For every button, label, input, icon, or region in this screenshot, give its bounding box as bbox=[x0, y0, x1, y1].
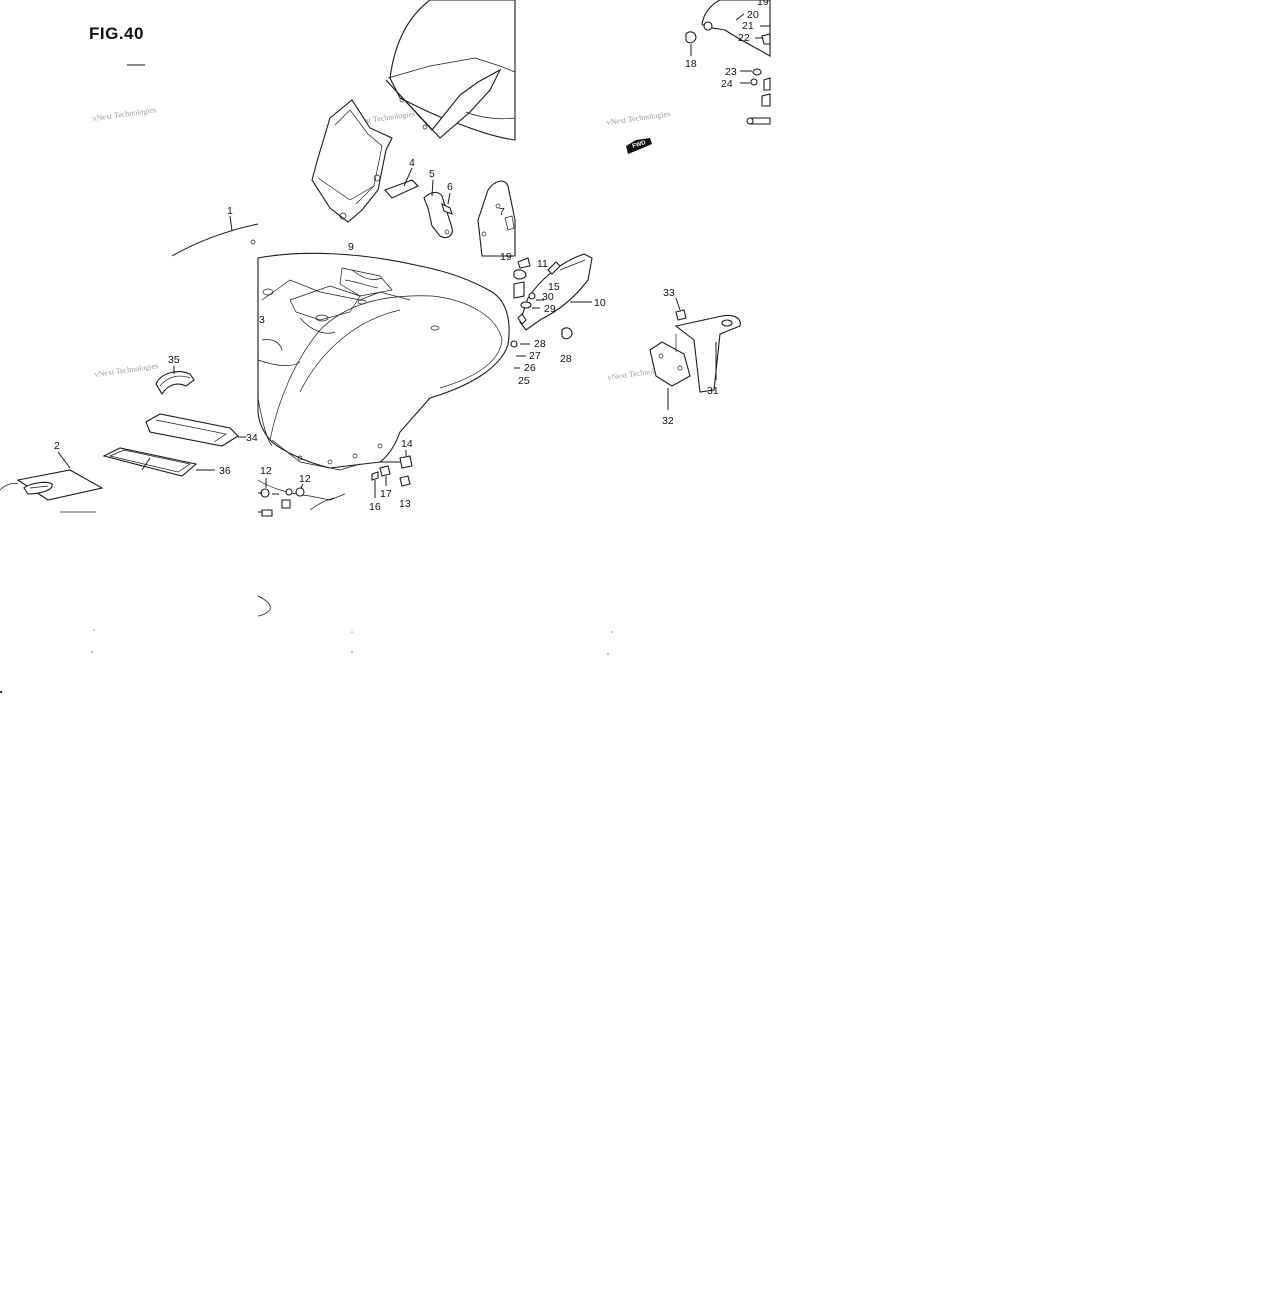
side-panel bbox=[477, 180, 516, 257]
label-11: 11 bbox=[537, 258, 548, 270]
label-2: 2 bbox=[54, 440, 60, 452]
label-1: 1 bbox=[227, 205, 233, 217]
watermark: vNext Technologies bbox=[92, 105, 157, 123]
label-22: 22 bbox=[738, 32, 750, 44]
fwd-label: FWD bbox=[632, 140, 647, 150]
bracket-10 bbox=[510, 253, 593, 369]
callout-labels: 1 2 3 4 5 6 7 9 10 11 12 12 13 14 15 16 … bbox=[54, 0, 769, 513]
label-15: 15 bbox=[548, 281, 560, 293]
label-24: 24 bbox=[721, 78, 733, 90]
label-31: 31 bbox=[707, 385, 719, 397]
label-29: 29 bbox=[544, 303, 556, 315]
fender-outline-1 bbox=[171, 215, 259, 257]
label-28-center: 28 bbox=[534, 338, 546, 350]
label-13: 13 bbox=[399, 498, 411, 510]
label-16: 16 bbox=[369, 501, 381, 513]
watermark: vNext Technologies bbox=[94, 361, 159, 379]
label-5: 5 bbox=[429, 168, 435, 180]
fwd-arrow: FWD bbox=[626, 138, 652, 154]
label-7: 7 bbox=[499, 206, 505, 218]
bracket-31-33 bbox=[649, 297, 741, 410]
label-10: 10 bbox=[594, 297, 606, 309]
label-12-left: 12 bbox=[260, 465, 272, 477]
rear-fender-upper bbox=[385, 0, 516, 141]
handle-35 bbox=[155, 366, 195, 396]
label-30: 30 bbox=[542, 291, 554, 303]
label-27: 27 bbox=[529, 350, 541, 362]
label-35: 35 bbox=[168, 354, 180, 366]
watermark: vNext Technologies bbox=[606, 109, 671, 127]
linkage-18-24 bbox=[685, 0, 771, 125]
label-3: 3 bbox=[259, 314, 265, 326]
label-6: 6 bbox=[447, 181, 453, 193]
label-19: 19 bbox=[757, 0, 769, 8]
rear-fender-main bbox=[257, 252, 510, 471]
label-4: 4 bbox=[409, 157, 415, 169]
inner-fender-panel bbox=[311, 99, 393, 223]
label-33: 33 bbox=[663, 287, 675, 299]
label-32: 32 bbox=[662, 415, 674, 427]
hardware-12-17 bbox=[258, 450, 413, 517]
plate-36 bbox=[102, 447, 215, 477]
label-36: 36 bbox=[219, 465, 231, 477]
label-19-center: 19 bbox=[500, 251, 512, 263]
label-26: 26 bbox=[524, 362, 536, 374]
fender-lower-edge bbox=[257, 479, 346, 617]
label-20: 20 bbox=[747, 9, 759, 21]
label-28-right: 28 bbox=[560, 353, 572, 365]
label-12-right: 12 bbox=[299, 473, 311, 485]
figure-title: FIG.40 bbox=[89, 24, 144, 43]
label-21: 21 bbox=[742, 20, 754, 32]
brackets-4-5-6 bbox=[384, 167, 453, 239]
label-25: 25 bbox=[518, 375, 530, 387]
label-9: 9 bbox=[348, 241, 354, 253]
scan-marks bbox=[0, 629, 613, 694]
label-18: 18 bbox=[685, 58, 697, 70]
label-34: 34 bbox=[246, 432, 258, 444]
label-17: 17 bbox=[380, 488, 392, 500]
license-plate-2 bbox=[0, 451, 104, 513]
pad-34 bbox=[145, 413, 246, 447]
label-23: 23 bbox=[725, 66, 737, 78]
label-14: 14 bbox=[401, 438, 413, 450]
